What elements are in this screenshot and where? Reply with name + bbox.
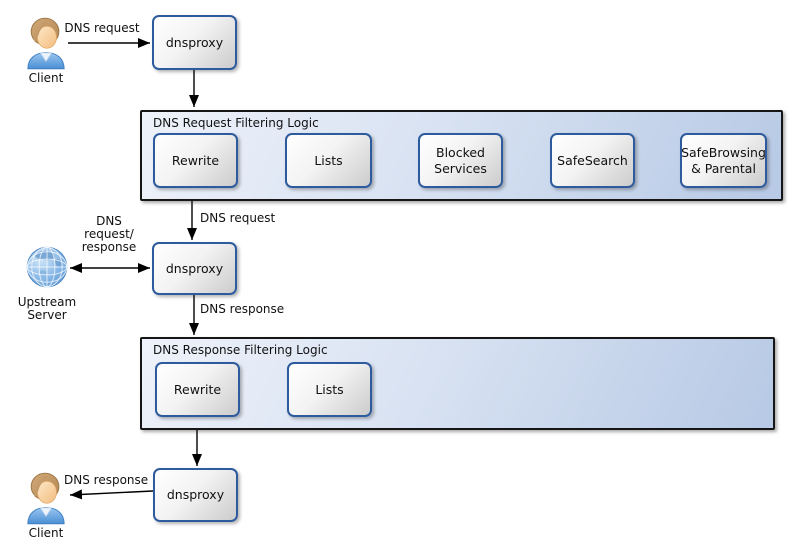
- dnsproxy-top-node: dnsproxy: [152, 15, 237, 70]
- edge-label-upstream-exchange: DNS request/ response: [81, 214, 137, 255]
- request-filtering-title: DNS Request Filtering Logic: [153, 116, 319, 130]
- step-lists-response: Lists: [287, 362, 372, 417]
- dnsproxy-bottom-node: dnsproxy: [153, 468, 238, 522]
- edge-label-filtered-request: DNS request: [200, 211, 276, 225]
- step-rewrite-request: Rewrite: [153, 133, 238, 188]
- client-bottom-person-icon: [25, 471, 67, 525]
- dnsproxy-middle-node: dnsproxy: [152, 242, 237, 295]
- client-top-label: Client: [28, 71, 64, 85]
- arrow-proxy3-to-client: [69, 489, 154, 500]
- response-filtering-title: DNS Response Filtering Logic: [153, 343, 328, 357]
- step-rewrite-response: Rewrite: [155, 362, 240, 417]
- step-safebrowsing-parental: SafeBrowsing & Parental: [680, 133, 767, 188]
- step-blocked-services: Blocked Services: [418, 133, 503, 188]
- step-safesearch: SafeSearch: [550, 133, 635, 188]
- upstream-globe-icon: [26, 246, 68, 288]
- client-top-person-icon: [25, 16, 67, 70]
- client-bottom-label: Client: [28, 526, 64, 540]
- step-lists-request: Lists: [285, 133, 372, 188]
- response-filtering-container: DNS Response Filtering Logic: [140, 337, 775, 430]
- upstream-server-label: Upstream Server: [17, 295, 77, 323]
- edge-label-client-request: DNS request: [64, 21, 140, 35]
- edge-label-proxy-response: DNS response: [200, 302, 285, 316]
- edge-label-client-response: DNS response: [64, 473, 149, 487]
